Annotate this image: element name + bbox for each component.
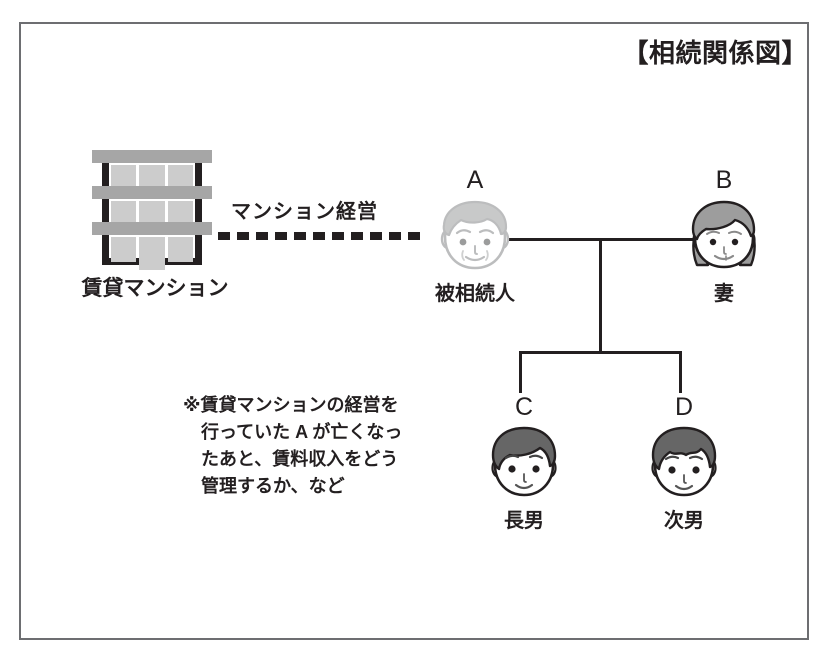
- person-c-name: 長男: [504, 510, 544, 532]
- descent-line: [599, 238, 602, 354]
- person-c-code: C: [514, 393, 534, 421]
- person-a: A: [415, 168, 535, 306]
- person-a-code: A: [466, 166, 484, 194]
- apartment-building-icon: [92, 150, 212, 270]
- footnote: ※賃貸マンションの経営を 行っていた A が亡くなっ たあと、賃料収入をどう 管…: [183, 392, 448, 500]
- building-floor-1: [111, 237, 193, 270]
- footnote-line-1: ※賃貸マンションの経営を: [183, 395, 399, 415]
- child-line-c: [519, 351, 522, 393]
- diagram-border: [19, 22, 809, 640]
- building-band-lower: [92, 222, 212, 235]
- building-floor-2: [111, 201, 193, 226]
- person-c: C 長男: [464, 395, 584, 533]
- footnote-line-4: 管理するか、など: [201, 476, 345, 496]
- child-line-d: [679, 351, 682, 393]
- sibling-bar: [519, 351, 682, 354]
- building-band-middle: [92, 186, 212, 199]
- elderly-man-face-icon: [415, 197, 535, 275]
- management-relation-label: マンション経営: [231, 201, 378, 223]
- man-face-icon: [624, 424, 744, 502]
- window: [111, 237, 137, 262]
- person-a-name: 被相続人: [435, 283, 515, 305]
- man-face-icon: [464, 424, 584, 502]
- person-d-code: D: [674, 393, 694, 421]
- window: [139, 201, 165, 226]
- management-relation-dashed-line: [218, 232, 422, 240]
- footnote-line-2: 行っていた A が亡くなっ: [201, 422, 403, 442]
- person-b-code: B: [715, 166, 733, 194]
- person-d: D 次男: [624, 395, 744, 533]
- window: [139, 165, 165, 190]
- window: [167, 237, 193, 262]
- footnote-line-3: たあと、賃料収入をどう: [201, 449, 399, 469]
- building-floor-3: [111, 165, 193, 190]
- person-b-name: 妻: [714, 283, 734, 305]
- window: [111, 201, 137, 226]
- window: [167, 165, 193, 190]
- person-d-name: 次男: [664, 510, 704, 532]
- person-b: B: [664, 168, 784, 306]
- building-label: 賃貸マンション: [81, 277, 229, 300]
- elderly-woman-face-icon: [664, 197, 784, 275]
- window: [111, 165, 137, 190]
- building-entrance: [139, 237, 165, 270]
- window: [167, 201, 193, 226]
- building-band-top: [92, 150, 212, 163]
- page-title: 【相続関係図】: [622, 38, 808, 68]
